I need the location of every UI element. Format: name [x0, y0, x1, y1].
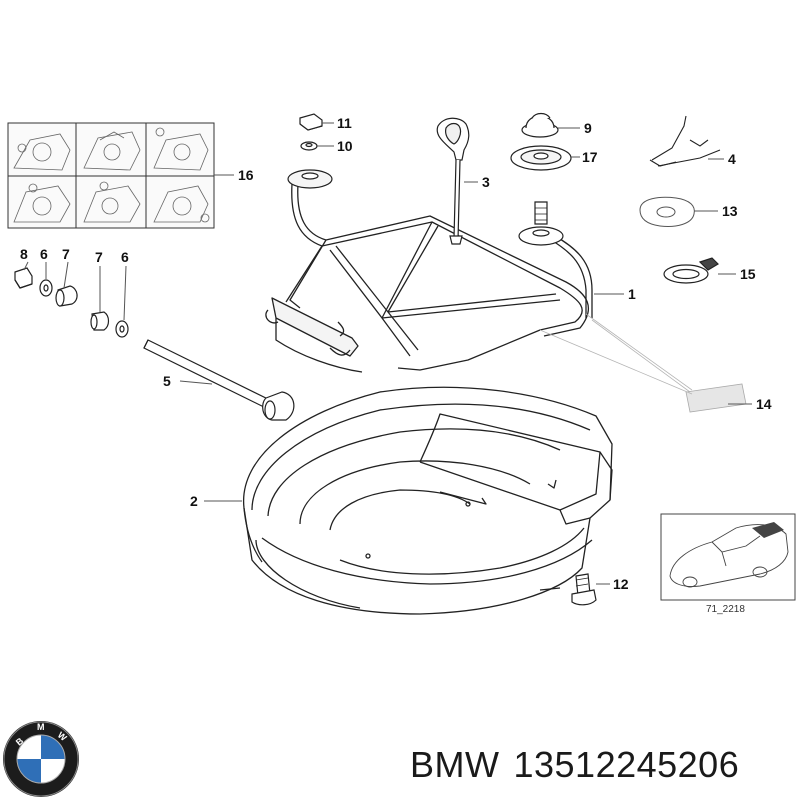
bolt-12	[571, 573, 597, 606]
spare-wheel-tray	[243, 386, 613, 615]
svg-text:B: B	[14, 735, 26, 747]
bolt-5	[143, 339, 295, 421]
trunk-highlight	[752, 522, 784, 538]
spare-wheel-frame	[265, 183, 593, 373]
bmw-logo: B M W	[3, 721, 79, 797]
inset-caption: 71_2218	[706, 604, 745, 615]
nut-11	[299, 113, 323, 131]
mount-bolt	[518, 201, 564, 246]
callout-9: 9	[584, 120, 592, 136]
callout-2: 2	[190, 493, 198, 509]
brand-name: BMW	[410, 744, 500, 785]
washer-6-lower	[115, 320, 129, 338]
vehicle-location-inset	[660, 513, 796, 601]
callout-3: 3	[482, 174, 490, 190]
callout-16: 16	[238, 167, 254, 183]
leader-lines	[23, 122, 752, 585]
washer-6-upper	[39, 279, 53, 297]
part-title: BMW 13512245206	[410, 740, 790, 790]
tool-handle-3	[436, 117, 470, 245]
bushing-7-lower	[90, 311, 110, 331]
seal-17	[510, 145, 572, 171]
part-number: 13512245206	[513, 744, 740, 785]
washer-10	[300, 141, 318, 151]
cap-9	[521, 112, 559, 138]
callout-15: 15	[740, 266, 756, 282]
callout-5: 5	[163, 373, 171, 389]
callout-7-lower: 7	[95, 249, 103, 265]
nut-8	[14, 267, 33, 289]
mount-plate-left	[287, 169, 333, 189]
gasket-13	[639, 196, 695, 227]
installation-photo-grid	[7, 122, 215, 229]
ring-15	[663, 257, 719, 284]
callout-labels: 16 11 10 3 9 17 4 13 15 1 14 8 6 7 7 6 5…	[20, 115, 772, 615]
callout-14: 14	[756, 396, 772, 412]
sticker-reference-lines	[539, 313, 693, 395]
callout-6-upper: 6	[40, 246, 48, 262]
callout-8: 8	[20, 246, 28, 262]
callout-4: 4	[728, 151, 736, 167]
svg-text:M: M	[37, 722, 45, 732]
callout-13: 13	[722, 203, 738, 219]
label-sticker-14	[685, 383, 747, 413]
bushing-7-upper	[55, 285, 78, 307]
callout-17: 17	[582, 149, 598, 165]
car-outline	[669, 524, 789, 588]
callout-1: 1	[628, 286, 636, 302]
callout-11: 11	[337, 115, 352, 131]
callout-12: 12	[613, 576, 629, 592]
callout-6-lower: 6	[121, 249, 129, 265]
callout-7-upper: 7	[62, 246, 70, 262]
wire-bracket-4	[649, 115, 721, 167]
callout-10: 10	[337, 138, 353, 154]
